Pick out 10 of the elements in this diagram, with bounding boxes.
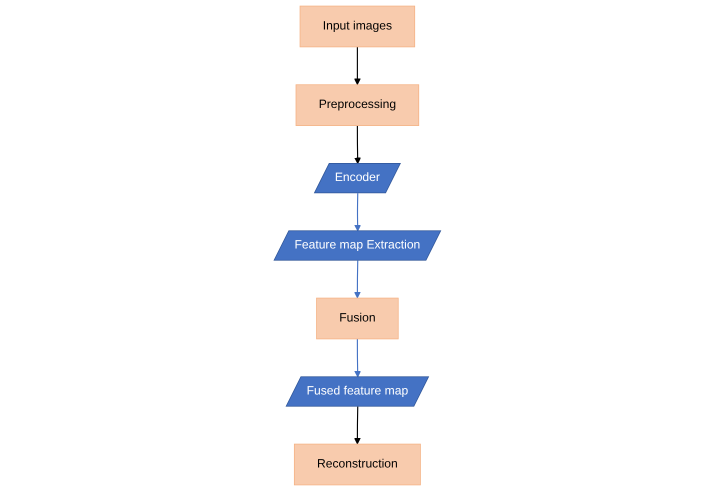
node-box: Input images — [299, 6, 415, 48]
node-box: Fusion — [316, 298, 398, 340]
arrow — [354, 193, 361, 232]
node-box: Preprocessing — [295, 84, 419, 126]
arrow — [354, 126, 361, 164]
arrow — [354, 338, 361, 378]
arrow — [354, 46, 360, 86]
arrow — [354, 260, 360, 298]
arrow — [354, 406, 360, 444]
node-box: Reconstruction — [294, 444, 420, 486]
